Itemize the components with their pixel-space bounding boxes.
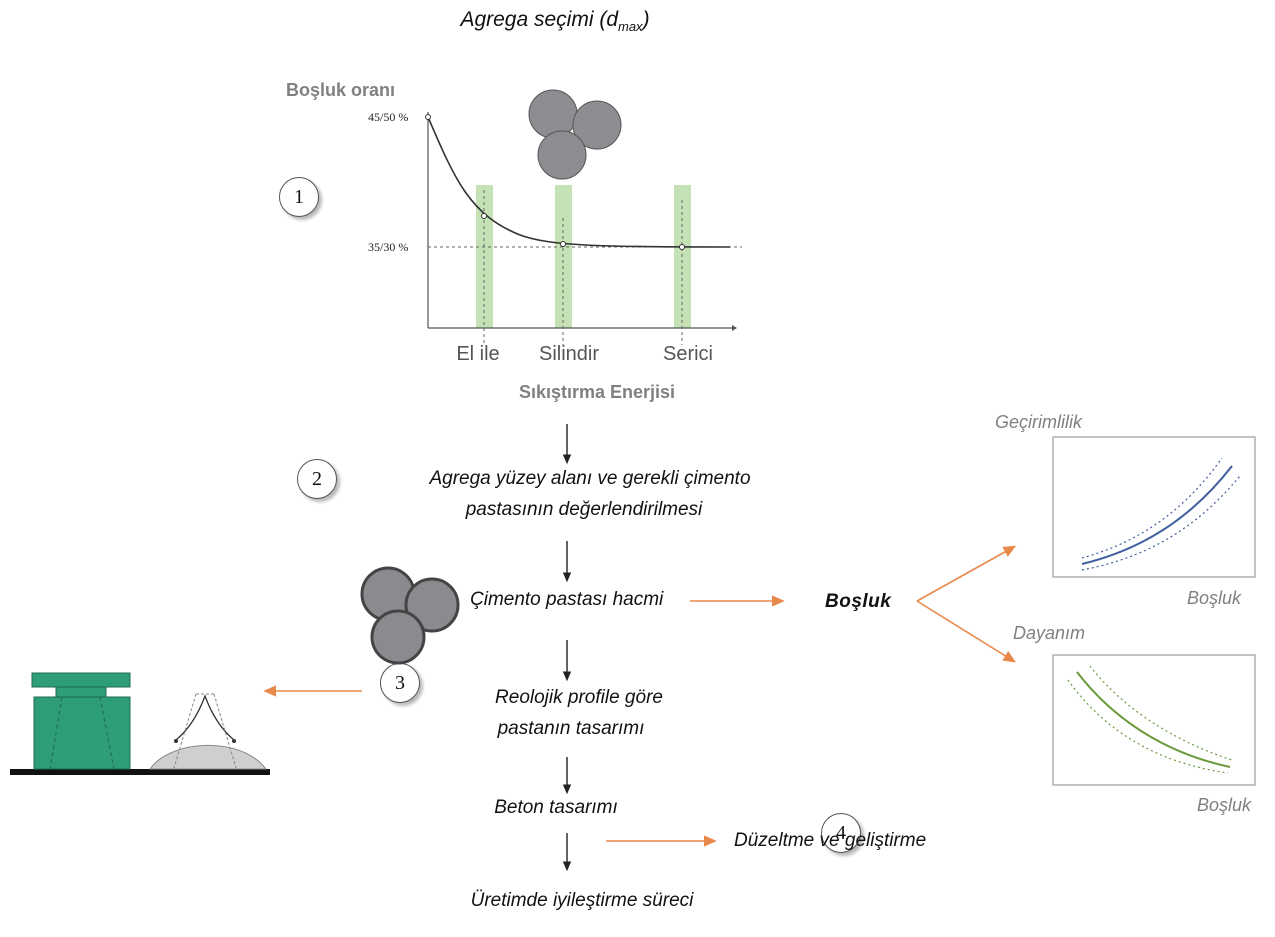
chart-xlabel: Sıkıştırma Enerjisi (518, 382, 676, 402)
aggregate-circle-b (572, 100, 622, 150)
strength-band-upper (1089, 665, 1233, 761)
permeability-x-label: Boşluk (1187, 588, 1242, 608)
bar-el-ile (476, 185, 493, 328)
paste-volume-label: Çimento pastası hacmi (470, 589, 664, 610)
permeability-chart (1052, 436, 1256, 578)
curve-point-silindir (560, 241, 566, 247)
curve-point-el-ile (481, 213, 487, 219)
x-cat-silindir: Silindir (538, 343, 600, 365)
rheology-line2: pastanın tasarımı (497, 718, 645, 739)
strength-band-lower (1067, 679, 1229, 774)
chart-ylabel: Boşluk oranı (286, 80, 396, 100)
permeability-band-lower (1081, 475, 1241, 571)
title-subscript: max (618, 19, 643, 35)
permeability-title: Geçirimlilik (995, 412, 1082, 432)
rheology-line1: Reolojik profile göre (495, 687, 663, 708)
strength-chart (1052, 654, 1256, 786)
step2-line2: pastasının değerlendirilmesi (465, 499, 703, 520)
title-text: Agrega seçimi (d (460, 8, 618, 31)
x-cat-serici: Serici (662, 343, 714, 365)
strength-curve (1076, 671, 1231, 768)
bar-silindir (555, 185, 572, 328)
x-axis-arrowhead (732, 325, 737, 331)
permeability-curve (1081, 465, 1233, 565)
coated-aggregates (360, 566, 460, 665)
step-badge-1: 1 (279, 177, 319, 217)
step-badge-4: 4 (821, 813, 861, 853)
aggregate-circle-a (528, 89, 578, 139)
permeability-band-upper (1081, 457, 1223, 559)
curve-point-start (425, 114, 431, 120)
step2-line1: Agrega yüzey alanı ve gerekli çimento (429, 468, 751, 489)
arrow-to-strength (916, 600, 1017, 663)
production-label: Üretimde iyileştirme süreci (470, 890, 694, 911)
strength-title: Dayanım (1013, 623, 1086, 643)
step-badge-2: 2 (297, 459, 337, 499)
diagram-title: Agrega seçimi (dmax) (460, 8, 649, 34)
rheology-mold-illustration (10, 672, 270, 775)
void-curve (427, 116, 731, 248)
x-cat-el-ile: El ile (456, 343, 500, 365)
y-tick-top: 45/50 % (368, 110, 409, 124)
curve-point-serici (679, 244, 685, 250)
bar-serici (674, 185, 691, 328)
void-label: Boşluk (825, 591, 892, 612)
aggregate-circle-c (537, 130, 587, 180)
concrete-design-label: Beton tasarımı (494, 797, 618, 818)
step-badge-3: 3 (380, 663, 420, 703)
y-tick-bottom: 35/30 % (368, 240, 409, 254)
title-close: ) (642, 8, 650, 31)
adjust-label: Düzeltme ve geliştirme (734, 830, 927, 851)
arrow-to-permeability (916, 545, 1017, 602)
strength-x-label: Boşluk (1197, 795, 1252, 815)
